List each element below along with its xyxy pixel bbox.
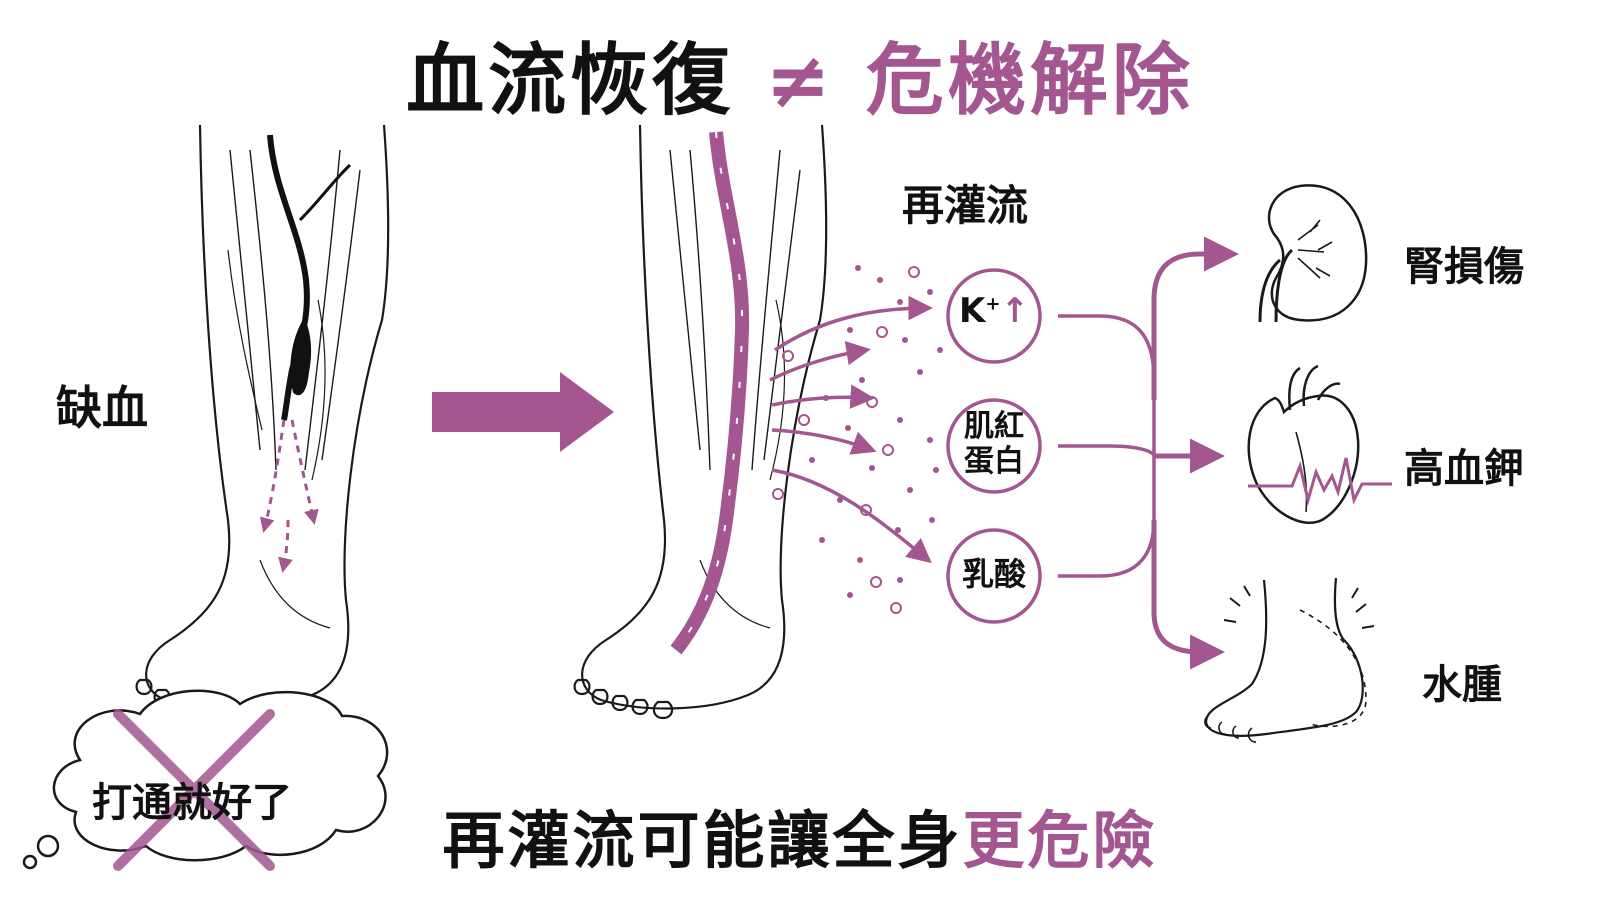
myoglobin-circle — [946, 398, 1042, 494]
toxin-particles — [809, 265, 943, 598]
lactate-label: 乳酸 — [961, 555, 1026, 593]
lactate-circle — [946, 528, 1042, 624]
thought-bubble-text: 打通就好了 — [92, 780, 292, 826]
outcome-arrows — [1151, 236, 1239, 670]
kidney-injury-label: 腎損傷 — [1404, 244, 1524, 290]
potassium-circle — [946, 268, 1042, 364]
reperfusion-label: 再灌流 — [902, 181, 1029, 230]
title-part1: 血流恢復 — [406, 36, 735, 126]
restored-vessel — [670, 131, 750, 655]
page-title: 血流恢復 ≠ 危機解除 — [0, 18, 1600, 130]
ischemia-label: 缺血 — [56, 381, 148, 435]
potassium-label: K+↑ — [948, 291, 1040, 331]
ischemic-leg-illustration — [135, 124, 390, 720]
title-part2: 危機解除 — [865, 36, 1194, 126]
footer-statement: 再灌流可能讓全身更危險 — [0, 790, 1600, 880]
potassium-symbol: K — [959, 291, 986, 331]
heart-icon — [1247, 364, 1392, 525]
hyperkalemia-label: 高血鉀 — [1404, 446, 1524, 492]
substance-circles — [946, 268, 1042, 624]
edema-label: 水腫 — [1422, 662, 1502, 708]
transition-arrow — [432, 372, 614, 452]
footer-part1: 再灌流可能讓全身 — [442, 804, 963, 877]
not-equal-sign: ≠ — [765, 36, 835, 126]
myoglobin-line2: 蛋白 — [964, 443, 1024, 479]
footer-part2: 更危險 — [962, 804, 1158, 877]
merge-connectors — [1058, 314, 1156, 578]
swollen-foot-icon — [1204, 577, 1375, 743]
kidney-icon — [1258, 184, 1368, 323]
increase-arrow-icon: ↑ — [1000, 291, 1029, 331]
cross-out-mark — [113, 709, 275, 871]
release-arrows — [769, 295, 933, 564]
potassium-charge: + — [985, 293, 1001, 315]
myoglobin-line1: 肌紅 — [964, 409, 1024, 444]
ischemic-dashed-flow-arrows — [259, 419, 319, 573]
myoglobin-label: 肌紅 蛋白 — [948, 409, 1040, 479]
reperfused-leg-illustration — [573, 124, 828, 720]
